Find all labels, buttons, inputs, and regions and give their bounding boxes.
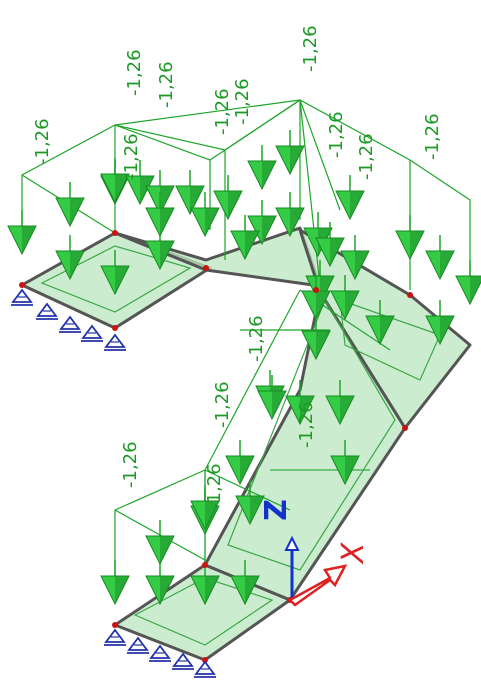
load-label: -1,26 — [212, 381, 233, 428]
global-axes: Z X — [259, 499, 371, 607]
support-symbol[interactable] — [81, 324, 103, 342]
load-label: -1,26 — [326, 111, 347, 158]
load-arrow — [230, 215, 260, 261]
load-arrow — [145, 520, 175, 566]
load-arrow — [247, 200, 277, 246]
support-symbol[interactable] — [36, 302, 58, 320]
load-label: -1,26 — [422, 113, 443, 160]
load-label: -1,26 — [300, 25, 321, 72]
load-arrow — [425, 235, 455, 281]
load-arrow — [340, 235, 370, 281]
node[interactable] — [112, 230, 118, 236]
load-arrow — [125, 160, 155, 206]
slab-inner-lines — [40, 245, 441, 646]
load-arrow — [365, 300, 395, 346]
x-axis-label: X — [336, 541, 371, 565]
load-arrow — [100, 250, 130, 296]
node[interactable] — [202, 657, 208, 663]
node[interactable] — [313, 287, 319, 293]
load-arrow — [225, 440, 255, 486]
load-arrow — [100, 560, 130, 606]
node[interactable] — [203, 265, 209, 271]
load-arrow — [315, 222, 345, 268]
support-symbol[interactable] — [11, 288, 33, 306]
load-arrow — [247, 145, 277, 191]
load-arrow — [257, 375, 287, 421]
load-label: -1,26 — [212, 88, 233, 135]
load-arrow — [285, 380, 315, 426]
node[interactable] — [407, 292, 413, 298]
support-symbol[interactable] — [59, 315, 81, 333]
node[interactable] — [202, 562, 208, 568]
load-label: -1,26 — [121, 133, 142, 180]
support-symbol[interactable] — [194, 660, 216, 678]
load-arrow — [275, 130, 305, 176]
load-label: -1,26 — [124, 49, 145, 96]
supports — [11, 288, 216, 678]
x-axis-arrow — [287, 564, 348, 607]
support-symbol[interactable] — [104, 628, 126, 646]
load-arrow — [100, 158, 130, 204]
load-arrow — [190, 485, 220, 531]
load-arrow — [213, 175, 243, 221]
node[interactable] — [112, 622, 118, 628]
load-arrow — [55, 235, 85, 281]
support-symbol[interactable] — [127, 636, 149, 654]
node[interactable] — [112, 325, 118, 331]
node[interactable] — [402, 425, 408, 431]
load-arrow — [190, 192, 220, 238]
load-arrow — [175, 170, 205, 216]
load-arrow — [145, 192, 175, 238]
load-arrow — [425, 300, 455, 346]
load-label: -1,26 — [246, 315, 267, 362]
load-arrow — [145, 225, 175, 271]
load-arrow — [275, 192, 305, 238]
load-label: -1,26 — [356, 133, 377, 180]
load-label: -1,26 — [156, 61, 177, 108]
load-arrow — [330, 275, 360, 321]
node[interactable] — [19, 282, 25, 288]
support-symbol[interactable] — [172, 652, 194, 670]
support-symbol[interactable] — [104, 333, 126, 351]
load-arrow — [330, 440, 360, 486]
load-arrows — [7, 130, 481, 606]
load-arrow — [325, 380, 355, 426]
load-label: -1,26 — [296, 401, 317, 448]
load-arrow — [7, 210, 37, 256]
load-arrow — [235, 480, 265, 526]
load-arrow — [455, 260, 481, 306]
load-arrow — [55, 182, 85, 228]
load-labels: -1,26 -1,26 -1,26 -1,26 -1,26 -1,26 -1,2… — [32, 25, 443, 510]
load-arrow — [301, 315, 331, 361]
load-arrow — [395, 215, 425, 261]
load-label: -1,26 — [232, 78, 253, 125]
load-arrow — [230, 560, 260, 606]
z-axis-label: Z — [259, 499, 294, 521]
load-arrow — [145, 560, 175, 606]
load-label: -1,26 — [120, 441, 141, 488]
z-axis-arrow — [284, 535, 300, 598]
support-symbol[interactable] — [149, 644, 171, 662]
load-label: -1,26 — [32, 118, 53, 165]
load-label: -1,26 — [204, 463, 225, 510]
load-arrow — [335, 175, 365, 221]
